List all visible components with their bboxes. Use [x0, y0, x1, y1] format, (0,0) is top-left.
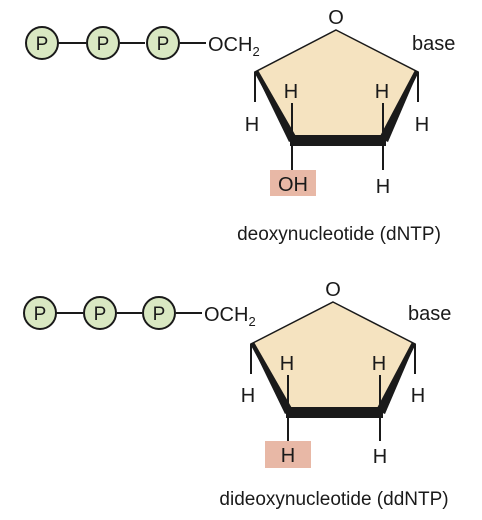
h-atom: H — [241, 385, 255, 407]
ddntp-caption: dideoxynucleotide (ddNTP) — [219, 489, 448, 510]
ring-wedge-left — [251, 342, 293, 414]
phosphate-group: P — [25, 26, 59, 60]
dntp-panel: P P P OCH2 O base H H H H — [25, 7, 455, 245]
oh-highlight-box — [270, 170, 316, 196]
base-label: base — [408, 303, 451, 325]
ring-oxygen-label: O — [325, 279, 341, 301]
phosphate-label: P — [157, 34, 170, 55]
phosphate-label: P — [94, 304, 107, 325]
h-atom: H — [375, 81, 389, 103]
c3-hydrogen-label: H — [281, 445, 295, 467]
ring-wedge-right — [376, 342, 415, 414]
dntp-caption: deoxynucleotide (dNTP) — [237, 224, 441, 245]
phosphate-label: P — [153, 304, 166, 325]
phosphate-group: P — [86, 26, 120, 60]
phosphate-label: P — [36, 34, 49, 55]
ring-wedge-left — [255, 70, 297, 142]
h-highlight-box — [265, 441, 311, 468]
base-label: base — [412, 33, 455, 55]
phosphate-label: P — [34, 304, 47, 325]
ring-bold-bottom — [290, 135, 386, 146]
och2-label: OCH2 — [204, 304, 256, 329]
h-atom: H — [284, 81, 298, 103]
ring-wedge-right — [379, 70, 418, 142]
h-atom: H — [245, 114, 259, 136]
h-atom: H — [373, 446, 387, 468]
phosphate-group: P — [23, 296, 57, 330]
phosphate-group: P — [83, 296, 117, 330]
h-atom: H — [411, 385, 425, 407]
h-atom: H — [415, 114, 429, 136]
ring-bold-bottom — [286, 407, 383, 418]
h-atom: H — [280, 353, 294, 375]
ring-oxygen-label: O — [328, 7, 344, 29]
och2-label: OCH2 — [208, 34, 260, 59]
c3-hydroxyl-label: OH — [278, 174, 308, 196]
ddntp-panel: P P P OCH2 O base H H H H H H dideoxyn — [23, 279, 451, 510]
h-atom: H — [372, 353, 386, 375]
phosphate-group: P — [146, 26, 180, 60]
phosphate-group: P — [142, 296, 176, 330]
h-atom: H — [376, 176, 390, 198]
phosphate-label: P — [97, 34, 110, 55]
